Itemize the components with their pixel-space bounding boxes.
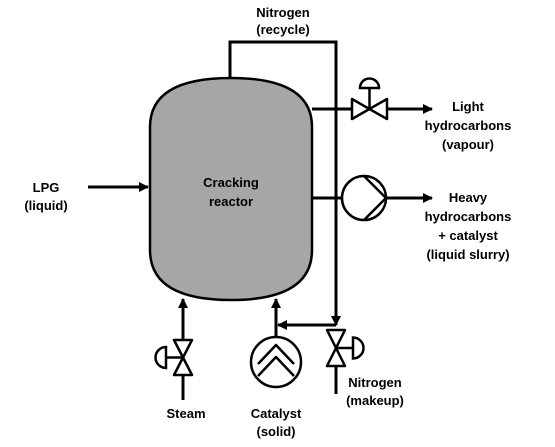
light-hc-control-valve — [350, 77, 389, 121]
slurry-pump-icon — [340, 174, 388, 222]
steam-label: Steam — [166, 406, 205, 421]
nitrogen-recycle-label-line2: (recycle) — [256, 22, 309, 37]
nitrogen-makeup-label-line2: (makeup) — [346, 393, 404, 408]
reactor-label-line2: reactor — [209, 194, 253, 209]
heavy-hc-label-line4: (liquid slurry) — [426, 247, 509, 262]
nitrogen-makeup-valve — [325, 328, 365, 368]
lpg-label-line2: (liquid) — [24, 198, 67, 213]
cracking-reactor-vessel — [148, 76, 314, 302]
reactor-label-line1: Cracking — [203, 175, 259, 190]
heavy-hc-label-line3: + catalyst — [438, 228, 498, 243]
catalyst-label-line2: (solid) — [257, 424, 296, 439]
lpg-label-line1: LPG — [33, 180, 60, 195]
catalyst-feeder-icon — [249, 335, 303, 389]
catalyst-label-line1: Catalyst — [251, 406, 302, 421]
nitrogen-recycle-line — [228, 40, 341, 326]
heavy-hc-label-line2: hydrocarbons — [425, 209, 512, 224]
steam-control-valve — [154, 338, 194, 377]
light-hc-label-line2: hydrocarbons — [425, 118, 512, 133]
nitrogen-recycle-label-line1: Nitrogen — [256, 5, 310, 20]
light-hc-label-line1: Light — [452, 99, 484, 114]
light-hc-label-line3: (vapour) — [442, 137, 494, 152]
nitrogen-makeup-label-line1: Nitrogen — [348, 375, 402, 390]
heavy-hc-label-line1: Heavy — [449, 190, 488, 205]
